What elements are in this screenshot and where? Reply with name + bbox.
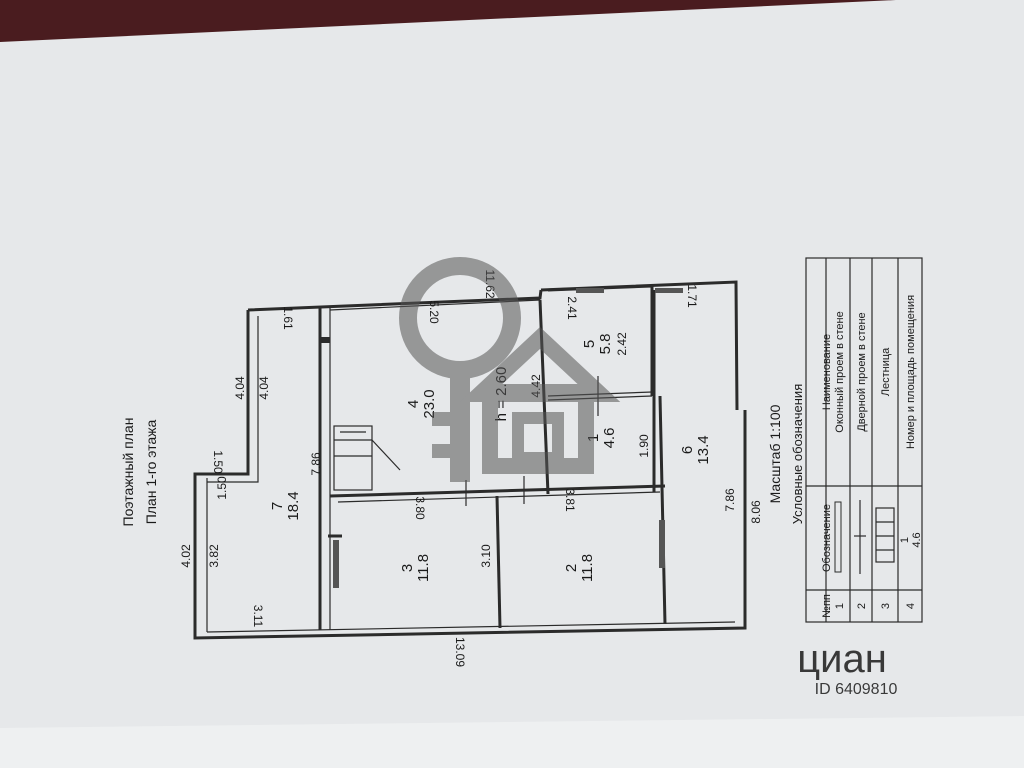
dim-4-04-b: 4.04 [257, 376, 271, 400]
room-6-area: 13.4 [695, 435, 712, 464]
scale-label: Масштаб 1:100 [767, 404, 783, 503]
legend-row1-name: Оконный проем в стене [834, 311, 846, 432]
dim-2-42: 2.42 [615, 332, 629, 356]
room-4-number: 4 [405, 400, 422, 408]
room-7-area: 18.4 [285, 491, 302, 520]
dim-3-10: 3.10 [479, 544, 493, 568]
dim-13-09: 13.09 [453, 637, 467, 667]
plan-title: Поэтажный план [120, 418, 136, 527]
dim-4-02: 4.02 [179, 544, 193, 568]
room-7-number: 7 [269, 502, 286, 510]
windows [320, 288, 683, 588]
wall-3-2-top-inner [337, 491, 661, 503]
room-1-area: 4.6 [601, 428, 618, 449]
legend-header-no: №пп [821, 594, 833, 618]
legend-row4-sym-top: 1 [899, 537, 911, 543]
cian-watermark: циан ID 6409810 [797, 637, 897, 698]
dim-3-80: 3.80 [413, 496, 427, 520]
legend-row2-no: 2 [856, 603, 868, 609]
dim-8-06: 8.06 [749, 500, 763, 524]
watermark-brand: циан [797, 637, 887, 681]
legend-row2-name: Дверной проем в стене [856, 312, 868, 431]
plan-subtitle: План 1-го этажа [143, 419, 159, 524]
legend-title: Условные обозначения [790, 384, 805, 524]
dimension-labels: 4.02 3.82 3.11 1.50 1.50 4.04 4.04 1.61 … [179, 269, 763, 667]
room-5-number: 5 [581, 340, 598, 348]
paper-edge [0, 716, 1024, 768]
legend-row4-sym-bottom: 4.6 [911, 532, 923, 547]
wall-6 [658, 395, 667, 625]
dim-7-86-b: 7.86 [723, 488, 737, 512]
legend-row1-no: 1 [834, 603, 846, 609]
room-5-area: 5.8 [597, 334, 614, 355]
dim-1-71: 1.71 [685, 284, 699, 308]
key-watermark-logo [399, 257, 621, 482]
stairs-symbol [875, 507, 895, 563]
legend-header-name: Наименование [821, 334, 833, 410]
legend-row4-name: Номер и площадь помещения [905, 295, 917, 449]
room-2-area: 11.8 [579, 554, 596, 582]
watermark-id: ID 6409810 [815, 681, 898, 698]
dim-4-04-a: 4.04 [233, 376, 247, 400]
dim-1-61: 1.61 [281, 306, 295, 330]
stairs [333, 425, 401, 491]
room-2-number: 2 [563, 564, 580, 572]
dim-7-86-a: 7.86 [309, 452, 323, 476]
dim-1-50-a: 1.50 [211, 450, 225, 474]
dim-5-20: 5.20 [427, 300, 441, 324]
legend-row3-name: Лестница [880, 347, 892, 396]
wall-3-2-top [329, 484, 666, 498]
dim-1-90: 1.90 [637, 434, 651, 458]
dim-2-41: 2.41 [565, 296, 579, 320]
dim-1-50-b: 1.50 [215, 476, 229, 500]
room-3-area: 11.8 [415, 554, 432, 582]
wall-3-2-split [495, 495, 502, 629]
dim-3-82: 3.82 [207, 544, 221, 568]
room-3-number: 3 [399, 564, 416, 572]
legend-table: Условные обозначения №пп Обозначение Наи… [790, 257, 923, 623]
legend-header-symbol: Обозначение [821, 504, 833, 572]
window-symbol [834, 501, 842, 573]
room-4-area: 23.0 [421, 389, 438, 418]
legend-row3-no: 3 [880, 603, 892, 609]
legend-row4-no: 4 [905, 603, 917, 609]
dim-3-81: 3.81 [563, 488, 577, 512]
dim-3-11: 3.11 [251, 605, 265, 628]
room-6-number: 6 [679, 446, 696, 454]
